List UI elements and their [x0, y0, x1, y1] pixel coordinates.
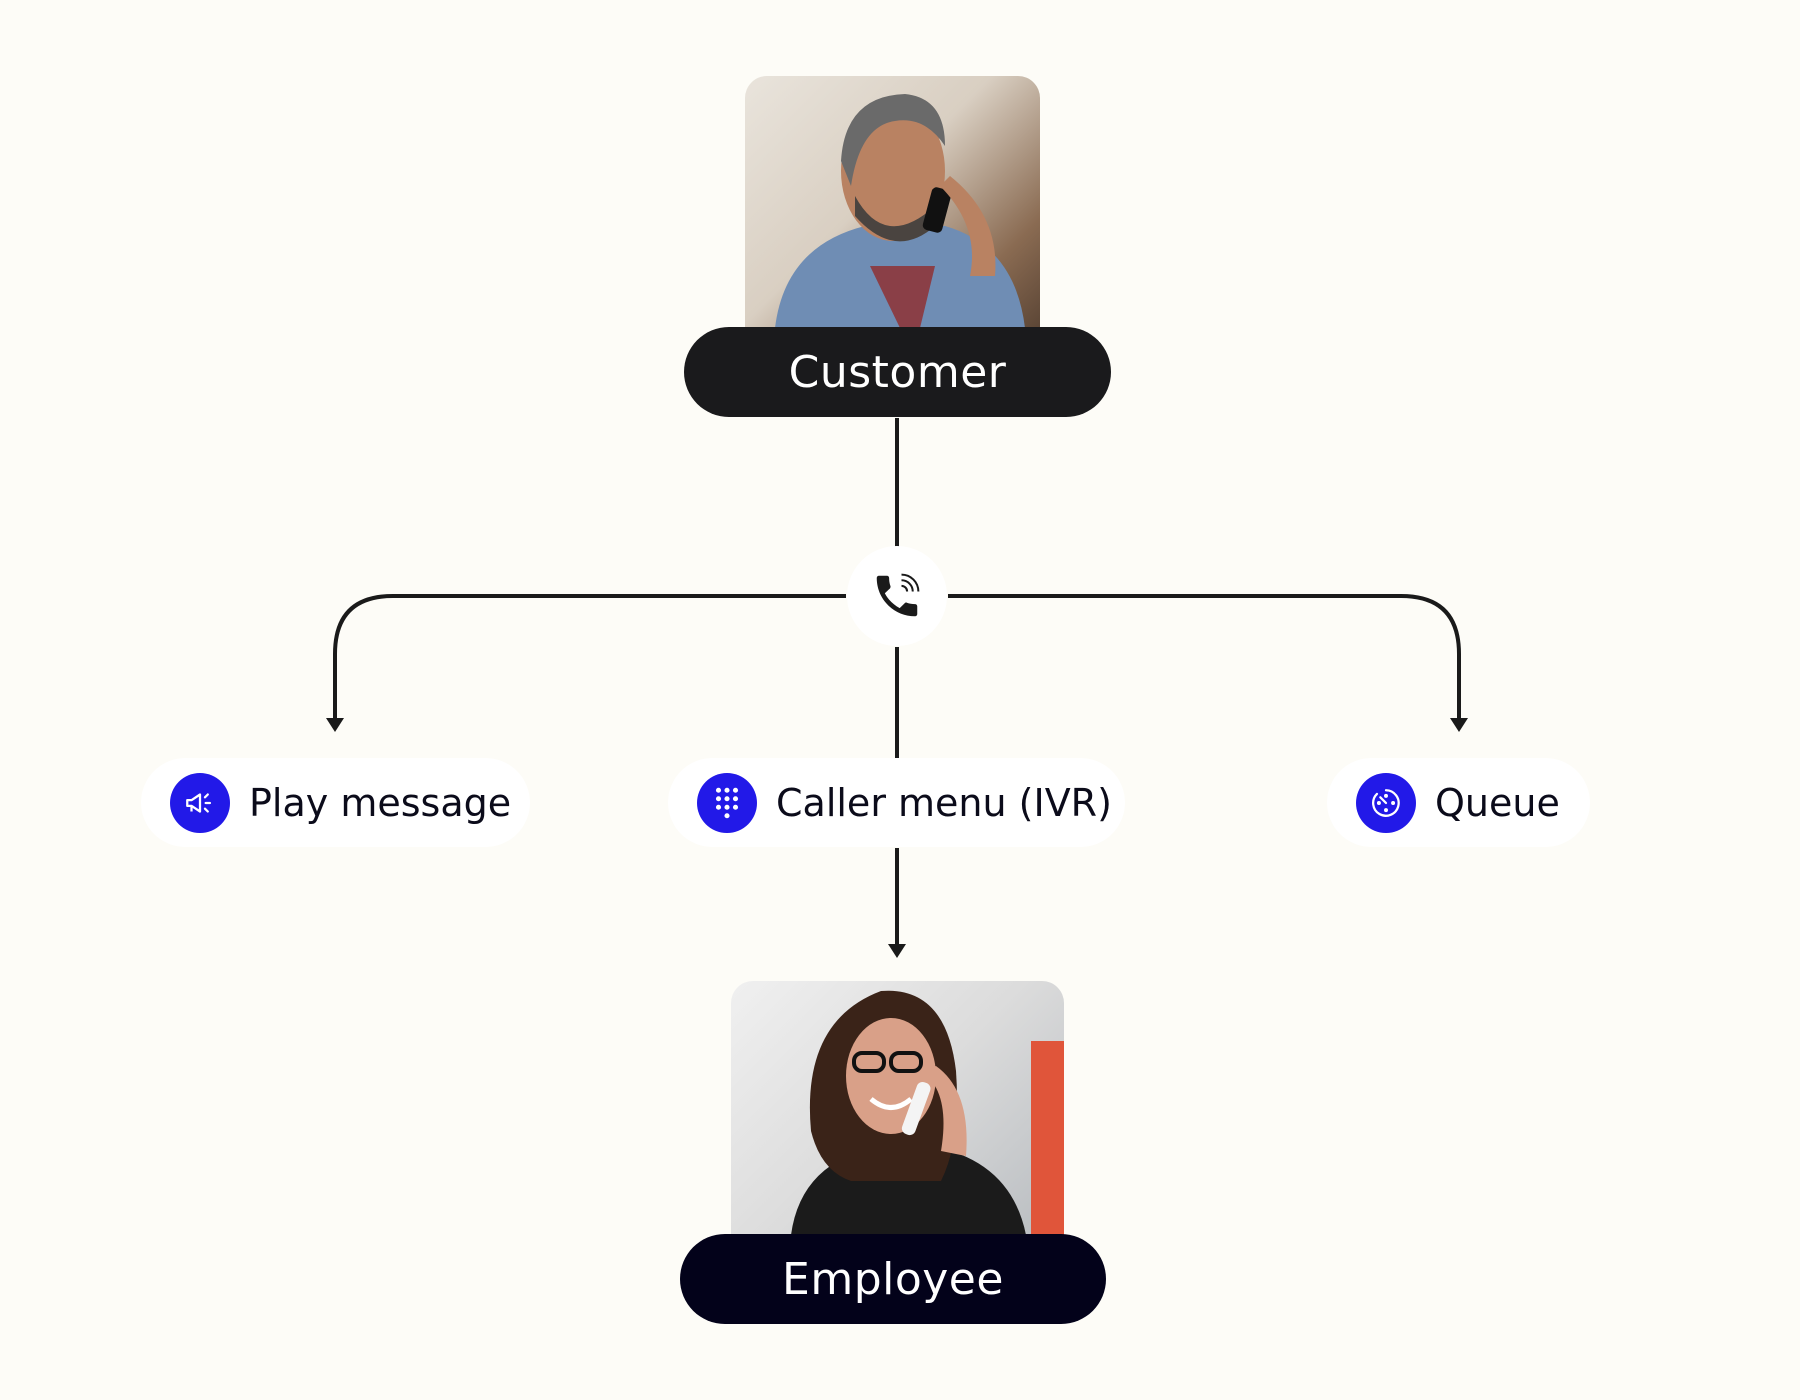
phone-ringing-icon: [876, 573, 920, 617]
hub-phone-node: [847, 546, 947, 646]
arrowhead-play: [326, 718, 344, 732]
hub-to-play-message-line: [333, 594, 846, 722]
keypad-icon: [697, 772, 757, 833]
megaphone-icon: [170, 772, 230, 833]
option-label: Play message: [249, 780, 512, 825]
man-on-phone-photo: [775, 94, 1025, 328]
option-label: Queue: [1435, 780, 1560, 825]
option-label: Caller menu (IVR): [776, 780, 1112, 825]
arrowhead-employee: [888, 944, 906, 958]
customer-photo: [745, 76, 1040, 328]
hub-to-queue-line: [948, 594, 1461, 722]
option-play-message[interactable]: Play message: [141, 758, 530, 847]
customer-label-pill: Customer: [684, 327, 1111, 417]
customer-label: Customer: [788, 346, 1007, 398]
woman-on-phone-photo: [791, 990, 1064, 1235]
timer-icon: [1356, 772, 1416, 833]
option-queue[interactable]: Queue: [1327, 758, 1590, 847]
employee-label-pill: Employee: [680, 1234, 1106, 1324]
arrowhead-queue: [1450, 718, 1468, 732]
option-caller-menu-ivr[interactable]: Caller menu (IVR): [668, 758, 1125, 847]
employee-photo: [731, 981, 1064, 1235]
employee-label: Employee: [782, 1253, 1004, 1305]
